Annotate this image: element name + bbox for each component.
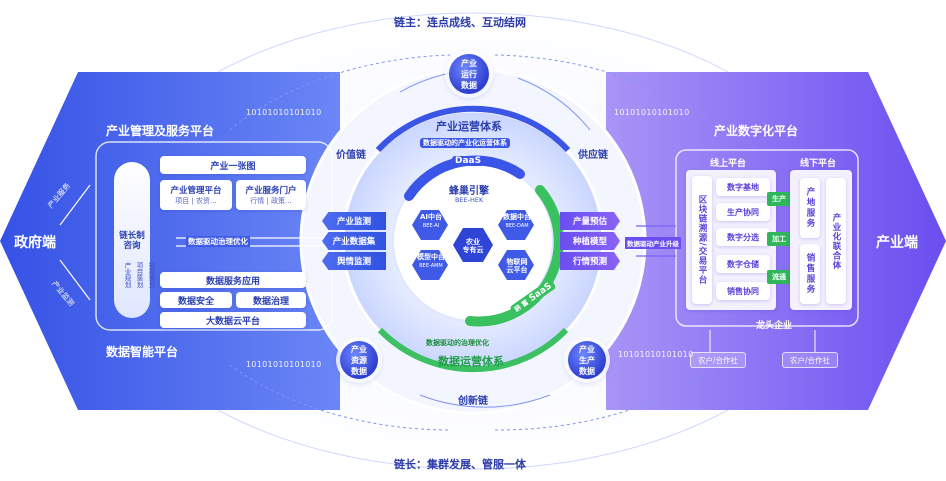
- hex-ai-label: AI中台 BEE-AI: [419, 213, 443, 229]
- cloud-box[interactable]: 大数据云平台: [160, 312, 306, 328]
- data-arc-label: 数据驱动的治理优化: [426, 339, 489, 347]
- ops-system-title: 产业运营体系: [436, 120, 502, 133]
- hex-cp: [453, 228, 493, 262]
- platform1-sub: 项目 | 农资...: [175, 197, 217, 205]
- leader-enterprise: 龙头企业: [756, 321, 793, 331]
- hex-iot: [498, 250, 534, 280]
- hex-amm-label: 模型中台 BEE-AMM: [417, 253, 445, 269]
- left-title-bottom: 数据智能平台: [106, 345, 179, 359]
- upgrade-label: 数据驱动产业升级: [625, 237, 681, 249]
- bottom-banner: 链长：集群发展、管服一体: [394, 458, 526, 471]
- data-app-box[interactable]: 数据服务应用: [160, 272, 306, 288]
- consult-sub-1: 产业规划: [123, 262, 131, 288]
- online-title: 线上平台: [710, 159, 747, 169]
- farmer-box-1[interactable]: 农户/合作社: [690, 352, 746, 368]
- center-right-item-2[interactable]: 种植模型: [560, 232, 620, 250]
- online-item-5[interactable]: 销售协同: [716, 282, 770, 300]
- value-chain-label: 价值链: [336, 150, 366, 161]
- engine-title: 蜂巢引擎: [449, 186, 489, 197]
- hex-amm: [412, 250, 448, 280]
- node-bottom-right[interactable]: 产业生产数据: [568, 341, 606, 379]
- security-box[interactable]: 数据安全: [160, 292, 232, 308]
- innovation-chain-label: 创新链: [458, 396, 488, 407]
- supply-chain-label: 供应链: [578, 150, 608, 161]
- hex-ai: [412, 210, 448, 240]
- hex-dam: [498, 210, 534, 240]
- consult-label: 链长制咨询: [119, 231, 145, 251]
- hex-dam-label: 数据中台 BEE-DAM: [503, 213, 531, 229]
- online-item-3[interactable]: 数字分选: [716, 228, 770, 246]
- stage-production[interactable]: 生产: [767, 192, 791, 206]
- industry-label: 产业端: [876, 235, 918, 251]
- engine-sub: BEE-HEK: [455, 196, 484, 204]
- data-ops-arc: [377, 327, 569, 373]
- center-right-item-3[interactable]: 行情预测: [560, 252, 620, 270]
- center-left-item-2[interactable]: 产业数据集: [322, 232, 386, 250]
- offline-union[interactable]: 产业化联合体: [826, 178, 846, 304]
- hex-cp-label: 农业 专有云 BEE-CP: [462, 238, 484, 269]
- node-top[interactable]: 产业运行数据: [449, 54, 489, 94]
- offline-sales-service[interactable]: 销售服务: [800, 244, 820, 304]
- online-item-1[interactable]: 数字基地: [716, 178, 770, 196]
- government-label: 政府端: [14, 235, 56, 251]
- stage-processing[interactable]: 加工: [767, 232, 791, 246]
- consult-sub-3: 招商策划: [147, 262, 155, 288]
- hex-cluster: [412, 210, 534, 280]
- binary-left-bottom: 10101010101010: [246, 360, 322, 369]
- left-title-top: 产业管理及服务平台: [106, 124, 215, 138]
- offline-origin-service[interactable]: 产地服务: [800, 178, 820, 238]
- top-banner: 链主：连点成线、互动结网: [394, 16, 526, 29]
- center-right-item-1[interactable]: 产量预估: [560, 212, 620, 230]
- online-item-2[interactable]: 生产协同: [716, 203, 770, 221]
- ops-arc: [375, 105, 571, 153]
- one-map-box[interactable]: 产业一张图: [160, 156, 306, 174]
- stage-circulation[interactable]: 流通: [767, 270, 791, 284]
- consult-sub-list: 产业规划 项目策划 招商策划: [122, 262, 156, 288]
- offline-title: 线下平台: [800, 159, 837, 169]
- binary-right-bottom: 10101010101010: [618, 350, 694, 359]
- center-left-item-1[interactable]: 产业监测: [322, 212, 386, 230]
- binary-left-top: 10101010101010: [246, 108, 322, 117]
- platform1-name: 产业管理平台: [170, 186, 222, 196]
- consult-sub-2: 项目策划: [135, 262, 143, 288]
- consult-pill[interactable]: [114, 162, 150, 318]
- blockchain-box[interactable]: 区块链溯源/交易平台: [692, 176, 712, 304]
- ops-arc-label: 数据驱动的产业化运营体系: [420, 138, 510, 148]
- center-left-item-3[interactable]: 舆情监测: [322, 252, 386, 270]
- platform2-sub: 行情 | 政策...: [250, 197, 292, 205]
- platform2-box[interactable]: 产业服务门户 行情 | 政策...: [236, 180, 306, 210]
- governance-label: 数据驱动治理优化: [186, 236, 250, 247]
- platform2-name: 产业服务门户: [245, 186, 297, 196]
- data-system-title: 数据运营体系: [438, 355, 504, 368]
- binary-right-top: 10101010101010: [614, 108, 690, 117]
- hex-iot-label: 物联网 云平台 BEE-IoT: [506, 258, 528, 289]
- node-bottom-left[interactable]: 产业资源数据: [340, 341, 378, 379]
- right-title: 产业数字化平台: [714, 124, 799, 138]
- online-item-4[interactable]: 数字仓储: [716, 255, 770, 273]
- platform1-box[interactable]: 产业管理平台 项目 | 农资...: [160, 180, 232, 210]
- farmer-box-2[interactable]: 农户/合作社: [782, 352, 838, 368]
- daas-label: DaaS: [452, 156, 485, 166]
- gov-box[interactable]: 数据治理: [236, 292, 306, 308]
